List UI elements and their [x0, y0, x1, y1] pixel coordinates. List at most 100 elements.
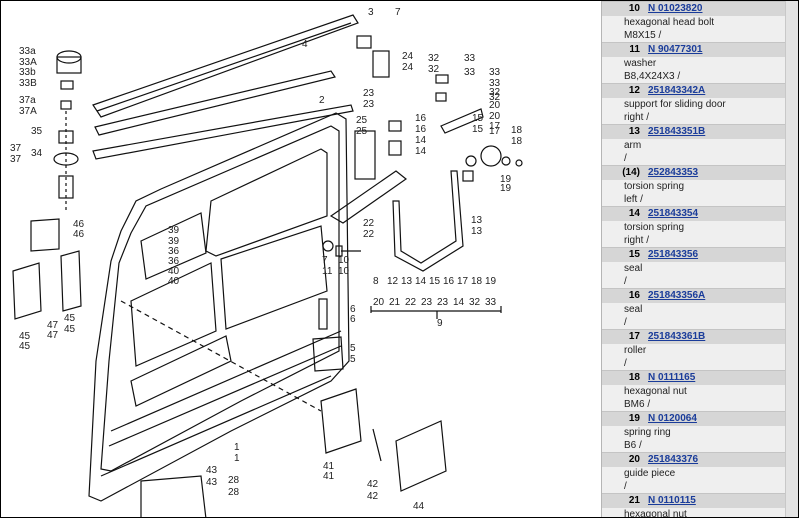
part-number-link[interactable]: 251843342A: [648, 85, 706, 96]
part-callout-label: 28: [228, 475, 240, 486]
part-callout-label: 17: [489, 126, 501, 137]
part-callout-label: 4: [302, 39, 308, 50]
part-callout-label: 43: [206, 477, 218, 488]
part-description: torsion spring: [602, 180, 785, 193]
part-callout-label: 23: [363, 99, 375, 110]
part-callout-label: 10: [338, 255, 350, 266]
part-number-link[interactable]: N 01023820: [648, 3, 703, 14]
part-callout-label: 5: [350, 354, 356, 365]
part-callout-label: 11: [322, 266, 333, 277]
part-position: 13: [628, 126, 640, 137]
part-description: M8X15 /: [602, 29, 785, 42]
part-callout-label: 36: [168, 246, 180, 257]
part-position: 15: [628, 249, 640, 260]
part-row-header: 13 251843351B: [602, 124, 785, 139]
part-callout-label: 6: [350, 314, 356, 325]
part-row-header: 15 251843356: [602, 247, 785, 262]
part-number-link[interactable]: N 0110115: [648, 495, 696, 506]
part-number-link[interactable]: 251843356A: [648, 290, 706, 301]
callout-group-label: 32: [469, 297, 481, 308]
part-row: 20 251843376 guide piece/: [602, 452, 785, 493]
part-callout-label: 18: [511, 136, 523, 147]
part-callout-label: 41: [323, 461, 335, 472]
part-callout-label: 19: [500, 183, 512, 194]
part-callout-label: 24: [402, 51, 414, 62]
part-number-link[interactable]: N 0111165: [648, 372, 696, 383]
callout-group-label: 8: [373, 276, 379, 287]
part-description: support for sliding door: [602, 98, 785, 111]
part-callout-label: 46: [73, 229, 85, 240]
part-callout-label: 7: [322, 255, 328, 266]
part-number-link[interactable]: 251843361B: [648, 331, 706, 342]
part-callout-label: 2: [319, 95, 325, 106]
callout-group-label: 12: [387, 276, 399, 287]
scrollbar[interactable]: [785, 1, 798, 517]
part-position: 20: [628, 454, 640, 465]
part-number-link[interactable]: N 0120064: [648, 413, 697, 424]
part-description: /: [602, 480, 785, 493]
part-callout-label: 9: [437, 318, 443, 329]
part-callout-label: 16: [415, 113, 427, 124]
part-callout-label: 7: [395, 7, 401, 18]
part-callout-label: 45: [19, 341, 31, 352]
part-description: /: [602, 316, 785, 329]
callout-group-label: 23: [421, 297, 433, 308]
part-description: /: [602, 357, 785, 370]
part-callout-label: 20: [489, 111, 501, 122]
part-callout-label: 42: [367, 479, 379, 490]
callout-group-label: 15: [429, 276, 441, 287]
callout-group-label: 19: [485, 276, 497, 287]
part-callout-label: 46: [73, 219, 85, 230]
part-number-link[interactable]: 251843354: [648, 208, 699, 219]
part-callout-label: 33a: [19, 46, 36, 57]
part-callout-label: 13: [471, 215, 483, 226]
part-position: 21: [628, 495, 640, 506]
part-position: (14): [622, 167, 640, 178]
part-callout-label: 32: [489, 92, 501, 103]
part-callout-label: 25: [356, 115, 368, 126]
part-callout-label: 32: [489, 87, 501, 98]
part-callout-label: 45: [19, 331, 31, 342]
part-description: seal: [602, 262, 785, 275]
part-callout-label: 23: [363, 88, 375, 99]
part-callout-label: 1: [234, 442, 240, 453]
part-number-link[interactable]: 251843376: [648, 454, 699, 465]
part-description: B6 /: [602, 439, 785, 452]
part-number-link[interactable]: 251843356: [648, 249, 699, 260]
part-callout-label: 20: [489, 100, 501, 111]
part-number-link[interactable]: 251843351B: [648, 126, 706, 137]
part-callout-label: 37: [10, 154, 22, 165]
part-row-header: 21 N 0110115: [602, 493, 785, 508]
part-callout-label: 37: [10, 143, 22, 154]
part-description: right /: [602, 234, 785, 247]
part-callout-label: 18: [511, 125, 523, 136]
part-callout-label: 45: [64, 324, 76, 335]
diagram-canvas: 3733a33A33b33B37a37A35373734242432323333…: [10, 7, 523, 517]
part-description: roller: [602, 344, 785, 357]
part-number-link[interactable]: N 90477301: [648, 44, 703, 55]
part-description: seal: [602, 303, 785, 316]
part-callout-label: 10: [338, 266, 350, 277]
part-callout-label: 44: [413, 501, 425, 512]
part-callout-label: 41: [323, 471, 335, 482]
part-callout-label: 33: [464, 53, 476, 64]
part-callout-label: 33: [489, 78, 501, 89]
part-number-link[interactable]: 252843353: [648, 167, 699, 178]
part-callout-label: 15: [472, 124, 484, 135]
part-description: guide piece: [602, 467, 785, 480]
callout-group-label: 13: [401, 276, 413, 287]
